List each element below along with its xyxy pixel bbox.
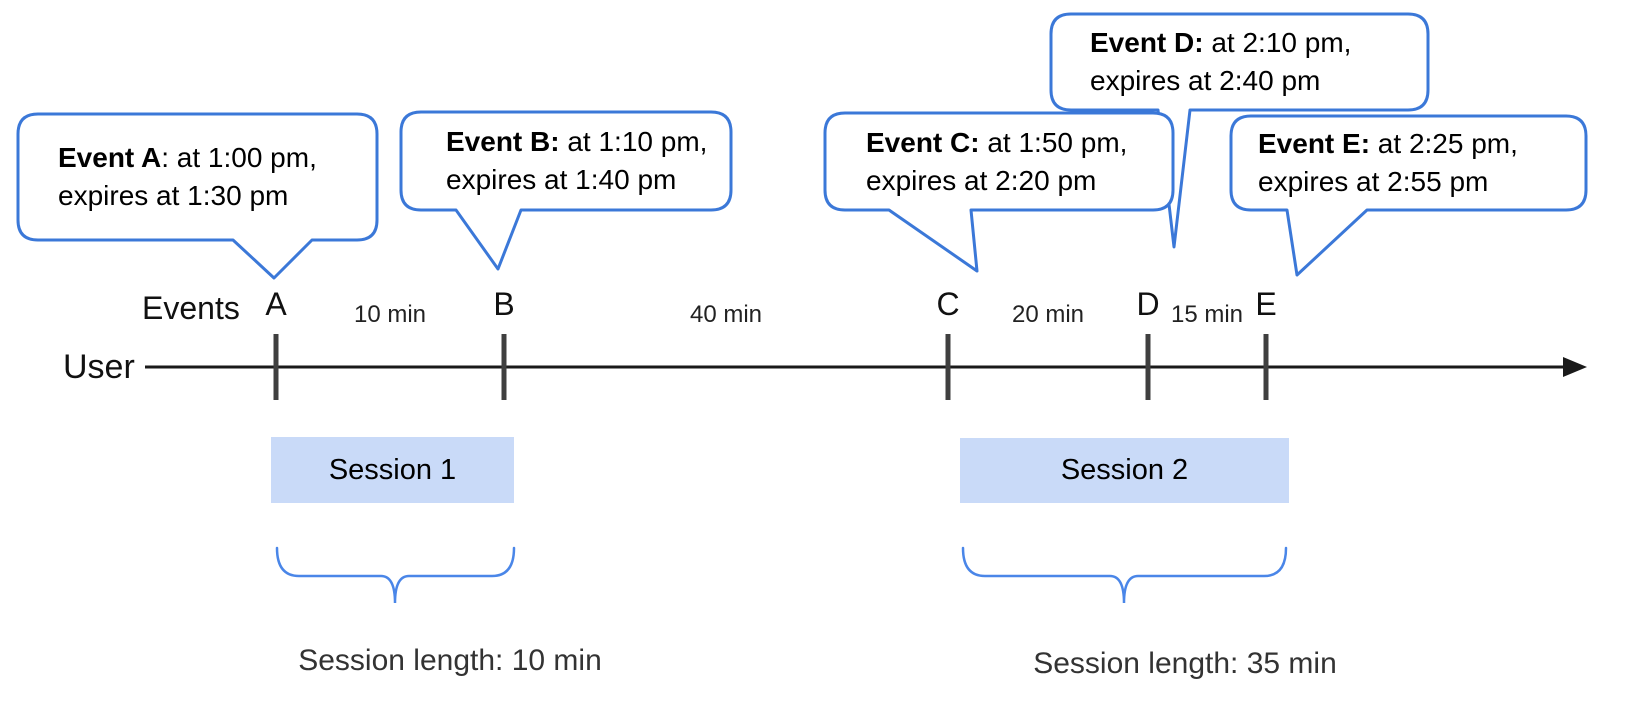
bubble-text-event-d: Event D: at 2:10 pm, expires at 2:40 pm	[1090, 14, 1420, 110]
bubble-line-1: Event B: at 1:10 pm,	[446, 123, 726, 161]
bubble-text-event-b: Event B: at 1:10 pm, expires at 1:40 pm	[446, 112, 726, 210]
tick-event-a	[273, 334, 279, 400]
brace-session-1	[275, 546, 516, 604]
event-e-name: Event E:	[1258, 128, 1371, 159]
event-letter-a: A	[265, 286, 287, 322]
tick-event-d	[1145, 334, 1151, 400]
event-letter-e: E	[1255, 286, 1277, 322]
session-1-label: Session 1	[328, 453, 457, 486]
interval-c-d: 20 min	[1011, 301, 1085, 328]
speech-bubble-event-a	[16, 112, 379, 280]
arrowhead-icon	[1563, 357, 1587, 377]
speech-bubble-event-b	[399, 110, 733, 271]
event-a-time: : at 1:00 pm,	[161, 142, 317, 173]
event-letter-c: C	[936, 286, 960, 322]
bubble-line-1: Event E: at 2:25 pm,	[1258, 125, 1578, 163]
events-row-label: Events	[142, 290, 240, 326]
bubble-line-2: expires at 1:40 pm	[446, 164, 677, 195]
bubble-line-1: Event D: at 2:10 pm,	[1090, 24, 1420, 62]
event-letter-b: B	[493, 286, 515, 322]
bubble-line-2: expires at 2:40 pm	[1090, 65, 1321, 96]
event-c-time: at 1:50 pm,	[979, 126, 1128, 158]
event-d-name: Event D:	[1090, 27, 1204, 58]
session-2-box: Session 2	[960, 438, 1289, 503]
speech-bubble-event-e	[1229, 114, 1588, 277]
brace-session-2	[961, 546, 1288, 604]
session-1-length-label: Session length: 10 min	[298, 644, 602, 677]
bubble-text-event-c: Event C: at 1:50 pm, expires at 2:20 pm	[866, 113, 1166, 210]
tick-event-b	[501, 334, 507, 400]
interval-b-c: 40 min	[689, 301, 763, 328]
session-2-length-label: Session length: 35 min	[1033, 647, 1337, 680]
tick-event-e	[1263, 334, 1269, 400]
event-b-time: at 1:10 pm,	[559, 126, 708, 157]
speech-bubble-event-c	[823, 111, 1175, 273]
bubble-line-2: expires at 2:55 pm	[1258, 166, 1489, 197]
bubble-line-2: expires at 2:20 pm	[866, 164, 1097, 196]
bubble-line-1: Event C: at 1:50 pm,	[866, 124, 1166, 162]
event-b-name: Event B:	[446, 126, 560, 157]
session-2-label: Session 2	[1060, 454, 1189, 486]
event-c-name: Event C:	[866, 126, 980, 158]
speech-bubble-event-d	[1049, 12, 1430, 249]
tick-event-c	[945, 334, 951, 400]
bubble-line-2: expires at 1:30 pm	[58, 180, 289, 211]
user-axis-label: User	[63, 348, 135, 386]
event-a-name: Event A	[58, 142, 162, 173]
interval-a-b: 10 min	[353, 301, 427, 328]
bubble-text-event-a: Event A: at 1:00 pm, expires at 1:30 pm	[58, 114, 370, 240]
event-letter-d: D	[1136, 286, 1160, 322]
session-1-box: Session 1	[271, 437, 514, 503]
interval-d-e: 15 min	[1170, 301, 1244, 328]
bubble-line-1: Event A: at 1:00 pm,	[58, 139, 370, 177]
event-e-time: at 2:25 pm,	[1370, 128, 1518, 159]
bubble-text-event-e: Event E: at 2:25 pm, expires at 2:55 pm	[1258, 116, 1578, 210]
event-d-time: at 2:10 pm,	[1203, 27, 1352, 58]
